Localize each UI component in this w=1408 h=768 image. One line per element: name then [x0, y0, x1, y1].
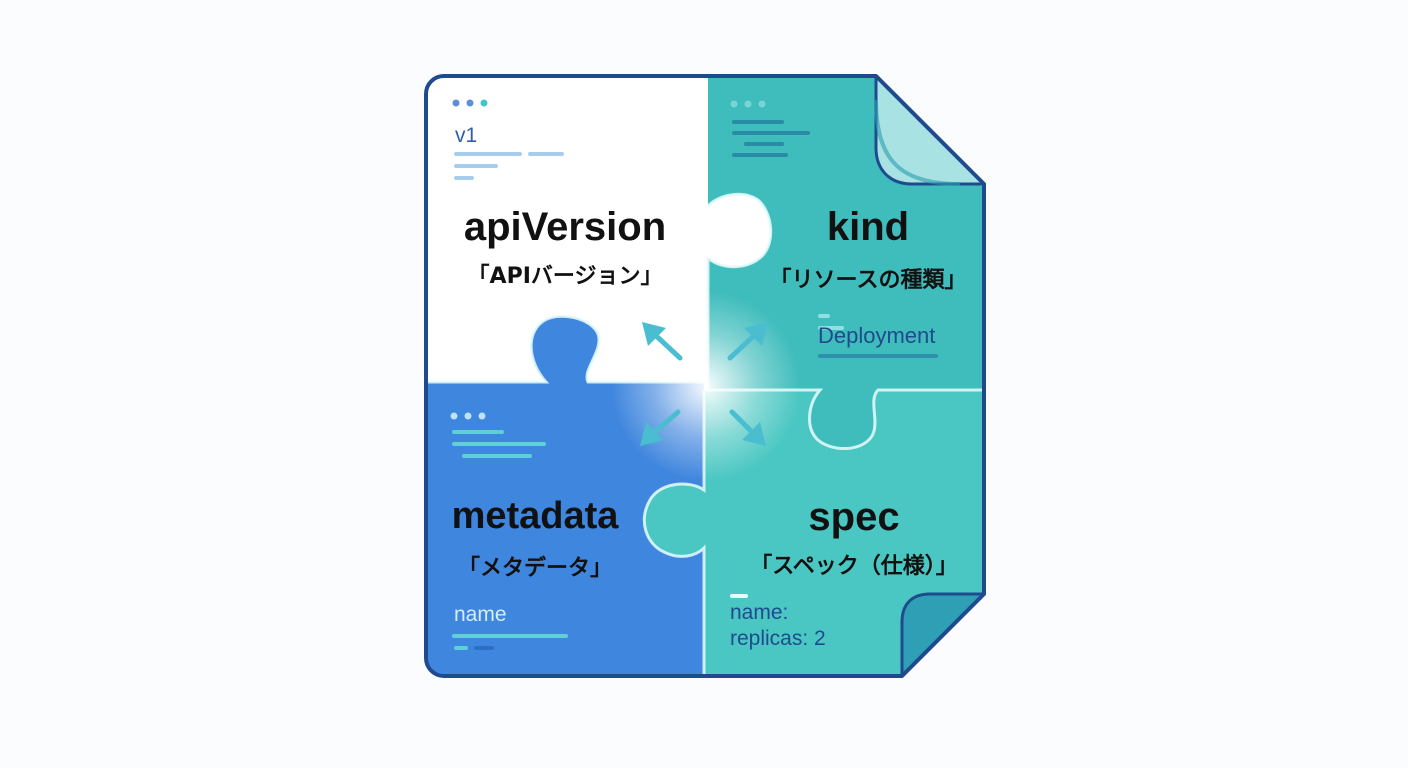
metadata-title: metadata: [451, 495, 619, 537]
api-version-value: v1: [455, 124, 478, 147]
api-version-subtitle: 「APIバージョン」: [467, 264, 663, 289]
kind-title: kind: [826, 205, 910, 249]
bottom-left-decor: [450, 412, 568, 650]
bottom-right-decor: [730, 594, 748, 598]
metadata-value: name: [454, 603, 507, 626]
arrow-down-left: [640, 409, 681, 446]
document-outline: [424, 74, 986, 678]
kind-value: Deployment: [818, 323, 936, 348]
top-left-decor: [452, 99, 564, 180]
kind-subtitle: 「リソースの種類」: [769, 268, 967, 293]
arrow-up-right: [727, 322, 768, 361]
center-glow: [611, 291, 801, 481]
arrow-down-right: [729, 409, 766, 446]
metadata-subtitle: 「メタデータ」: [457, 556, 612, 581]
arrows: [640, 322, 768, 446]
api-version-title: apiVersion: [463, 205, 667, 249]
spec-title: spec: [808, 495, 900, 539]
spec-value-name: name:: [730, 601, 789, 624]
top-right-decor: [730, 100, 938, 358]
spec-subtitle: 「スペック（仕様）」: [750, 554, 958, 579]
spec-value-replicas: replicas: 2: [730, 627, 826, 650]
arrow-up-left: [642, 322, 683, 361]
